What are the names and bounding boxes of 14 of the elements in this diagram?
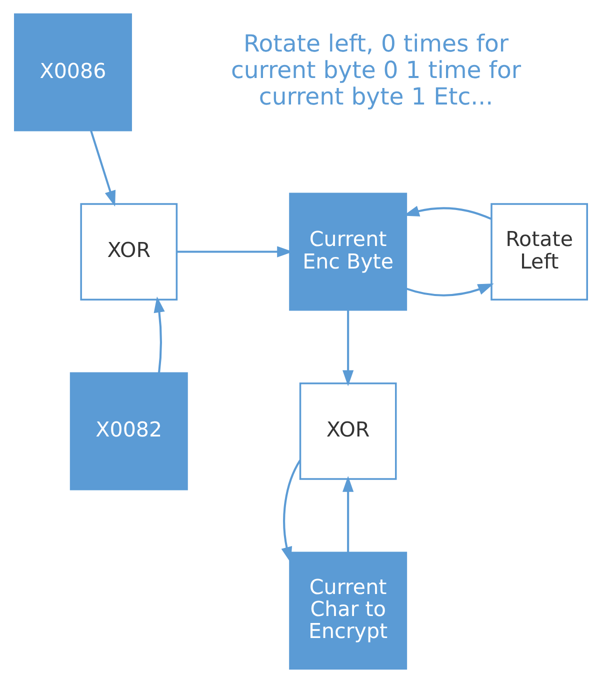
- node-box: X0086: [14, 13, 132, 132]
- node-box: X0082: [70, 372, 188, 490]
- node-box: Current Enc Byte: [289, 192, 408, 311]
- arrow: [342, 310, 354, 386]
- node-box: XOR: [299, 382, 397, 480]
- arrow: [281, 460, 301, 563]
- node-box: Current Char to Encrypt: [289, 552, 408, 670]
- label: Rotate left, 0 times for current byte 0 1 time for current byte 1 Etc...: [230, 29, 522, 110]
- arrow: [342, 476, 354, 552]
- node-box: Rotate Left: [490, 203, 588, 300]
- arrow: [90, 130, 116, 207]
- arrow: [154, 296, 165, 374]
- arrow: [406, 284, 494, 296]
- node-box: XOR: [80, 203, 178, 300]
